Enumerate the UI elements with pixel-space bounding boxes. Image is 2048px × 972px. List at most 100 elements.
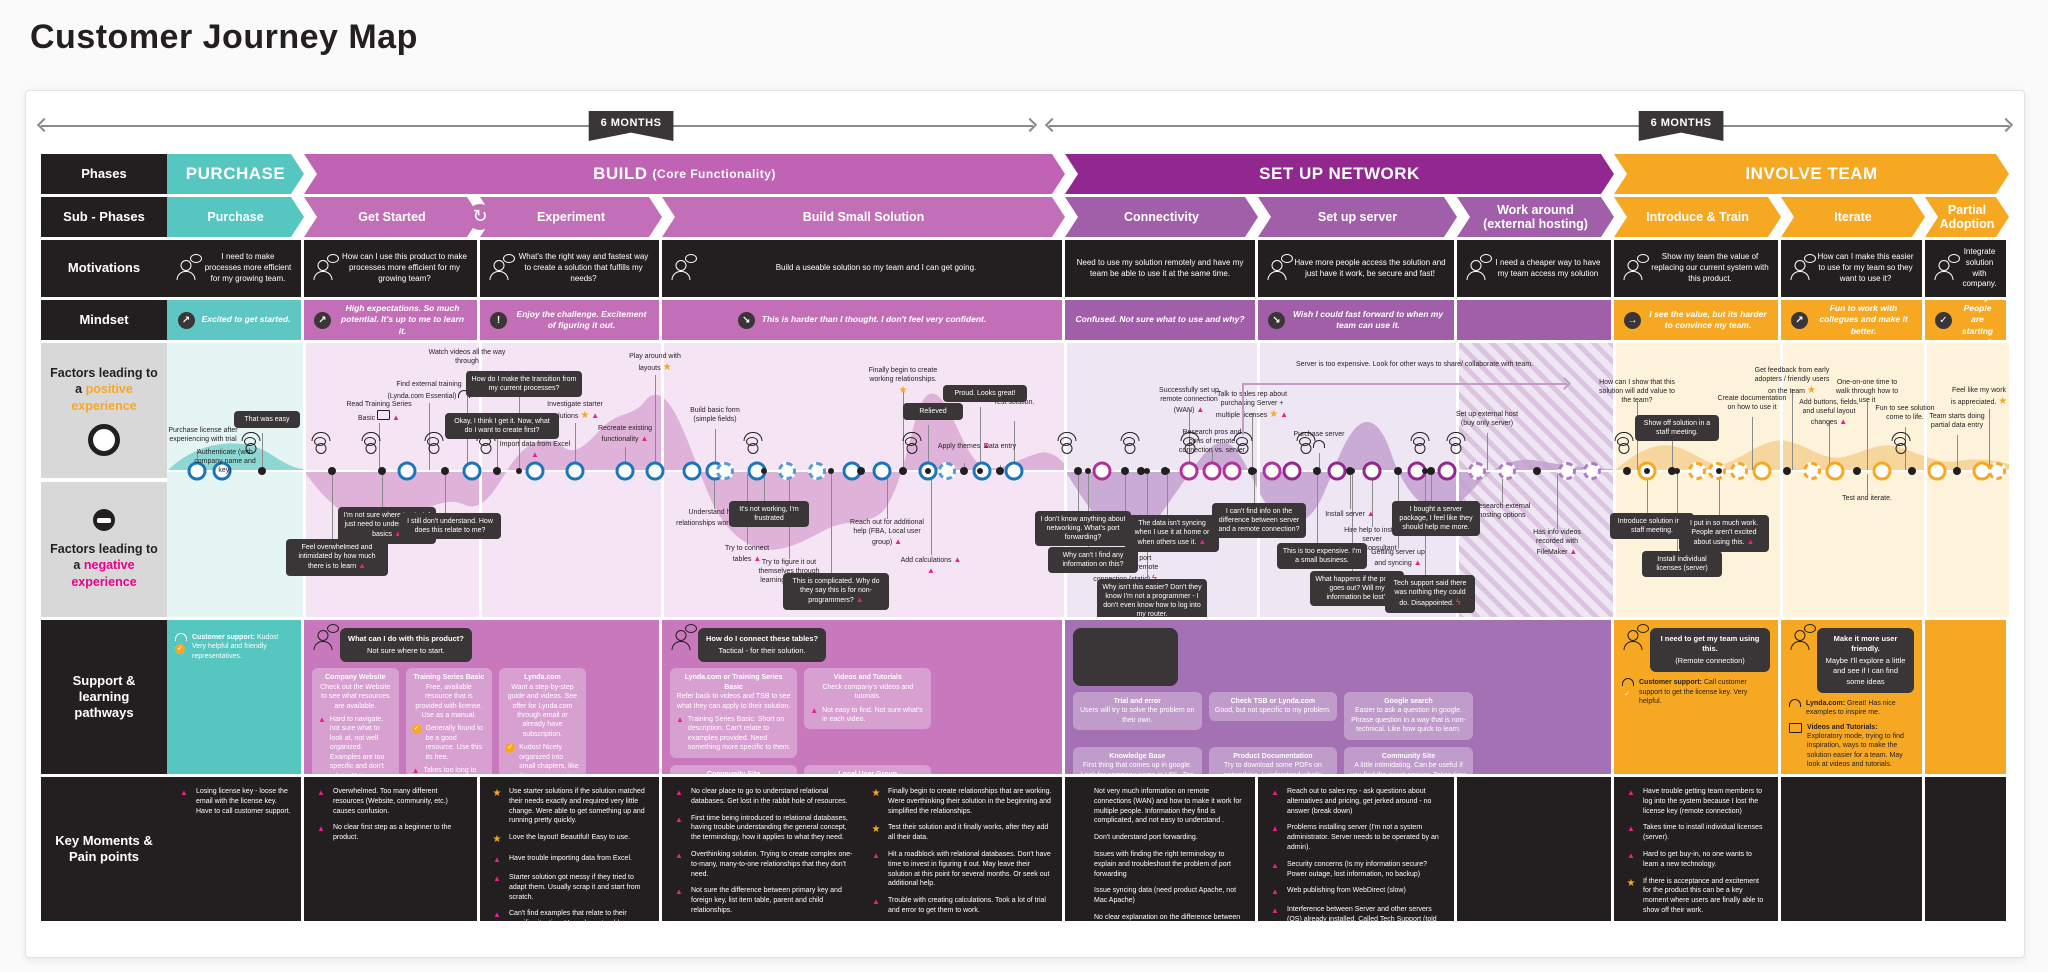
annotation-anchor-dot (1674, 468, 1680, 474)
support-item-icons: ✓ (1622, 678, 1634, 706)
journey-activity-label: Play around with layouts ★ (620, 353, 690, 374)
factors-negative-label: Factors leading to a negative experience (41, 482, 167, 617)
server-too-expensive-note: Server is too expensive. Look for other … (1296, 361, 1533, 368)
warn-icon: ▲ (675, 850, 683, 860)
key-moments-cell: ▲Losing license key - loose the email wi… (167, 777, 304, 921)
key-moment-item: ▲No clear first step as a beginner to th… (314, 823, 467, 843)
annotation-stem (1989, 409, 1990, 471)
annotation-stem (1867, 401, 1868, 471)
key-moments-cell: ▲Have trouble getting team members to lo… (1614, 777, 1781, 921)
support-step-title: Community Site (1381, 752, 1436, 760)
journey-activity-label: Feel like my work is appreciated. ★ (1949, 387, 2009, 408)
thought-bubble-icon (314, 437, 326, 446)
annotation-text: Getting server up and syncing (1371, 549, 1425, 567)
support-question-subtext: Not sure where to start. (366, 646, 445, 656)
annotation-text: Relieved (919, 408, 947, 415)
note-icons: ▲ (318, 715, 326, 774)
phase-label: PURCHASE (185, 164, 286, 183)
warn-icon: ▲ (927, 565, 935, 575)
annotation-text: Apply themes (937, 443, 981, 450)
support-panel: ✓Customer support: Kudos! Very helpful a… (167, 620, 304, 774)
journey-activity-label: Add buttons, fields, and useful layout c… (1793, 399, 1865, 427)
key-moment-icons: ▲ (1268, 905, 1282, 921)
warn-icon: ▲ (358, 561, 367, 571)
key-moment-item: Issues with finding the right terminolog… (1075, 850, 1245, 879)
annotation-text: Add calculations (900, 557, 952, 564)
warn-icon: ▲ (894, 536, 903, 546)
server-too-expensive-arrow (1242, 383, 1567, 385)
key-moment-text: Starter solution got messy if they tried… (509, 873, 641, 901)
journey-node (1437, 461, 1457, 481)
support-item-text: Videos and Tutorials: Exploratory mode, … (1807, 723, 1904, 769)
journey-activity-label: Talk to sales rep about purchasing Serve… (1215, 391, 1289, 421)
annotation-anchor-dot (925, 468, 931, 474)
key-moment-item: ▲Starter solution got messy if they trie… (490, 873, 649, 902)
note-icons: ▲ (676, 715, 684, 753)
key-moment-icons: ▲ (177, 787, 191, 816)
journey-quote-bubble: I don't know anything about networking. … (1035, 511, 1131, 547)
key-moment-icons: ▲ (490, 909, 504, 921)
annotation-text: Create documentation on how to use it (1717, 395, 1787, 411)
annotation-stem (197, 449, 198, 471)
annotation-anchor-dot (259, 468, 265, 474)
server-too-expensive-arrow-drop (1242, 383, 1244, 435)
key-moment-icons: ★ (490, 833, 504, 847)
annotation-stem (715, 429, 716, 471)
support-item-text: Customer support: Kudos! Very helpful an… (192, 634, 279, 660)
annotation-text: Research pros and cons of remote connect… (1178, 429, 1246, 454)
warn-icon: ▲ (180, 788, 188, 797)
mindset-text: High expectations. So much potential. It… (341, 303, 464, 336)
motivation-cell: Build a useable solution so my team and … (662, 240, 1065, 297)
key-moment-icons: ▲ (672, 850, 686, 879)
journey-node (1362, 461, 1382, 481)
support-step-title: Google search (1384, 698, 1433, 705)
motivation-cell: Need to use my solution remotely and hav… (1065, 240, 1258, 297)
key-moments-list: Not very much information on remote conn… (1075, 787, 1245, 921)
warn-icon: ▲ (1627, 788, 1635, 797)
annotation-text: Hire help to install server FBA/Consulta… (1344, 527, 1400, 552)
key-moments-list: ▲Reach out to sales rep - ask questions … (1268, 787, 1444, 921)
thought-bubble-icon (1617, 437, 1629, 446)
journey-quote-bubble: That was easy (234, 411, 300, 429)
annotation-stem (655, 375, 656, 471)
key-moment-item: ▲Losing license key - loose the email wi… (177, 787, 291, 816)
journey-node (462, 461, 482, 481)
annotation-stem (332, 474, 333, 539)
sub-phase-work-around-external-hosting-: Work around (external hosting) (1457, 197, 1614, 237)
annotation-text: Understand how relationships work (676, 509, 740, 527)
key-moment-icons: ▲ (314, 787, 328, 816)
annotation-text: Successfully set up remote connection (W… (1159, 387, 1219, 414)
journey-node (1558, 462, 1576, 480)
annotation-text: I don't know anything about networking. … (1040, 516, 1126, 542)
key-moment-text: No clear place to go to understand relat… (691, 788, 848, 805)
annotation-stem (931, 474, 932, 555)
journey-column-separator (1064, 343, 1067, 617)
support-panel (1925, 620, 2009, 774)
key-moment-item: Not very much information on remote conn… (1075, 787, 1245, 826)
journey-quote-bubble: I bought a server package, I feel like t… (1392, 501, 1480, 537)
journey-quote-bubble: Tech support said there was nothing they… (1385, 575, 1475, 613)
key-moment-icons: ▲ (314, 823, 328, 843)
journey-node (1783, 467, 1791, 475)
six-months-badge: 6 MONTHS (588, 111, 674, 141)
annotation-text: What happens if the power goes out? Will… (1315, 576, 1399, 602)
journey-activity-label: Apply themes ▲ (936, 441, 992, 452)
journey-activity-label: Successfully set up remote connection (W… (1152, 387, 1226, 415)
annotation-anchor-dot (494, 468, 500, 474)
sub-phase-get-started: Get Started (304, 197, 480, 237)
key-moment-text: Overwhelmed. Too many different resource… (333, 788, 448, 815)
key-moment-icons (1075, 913, 1089, 921)
journey-node (1853, 467, 1861, 475)
journey-node (1394, 467, 1402, 475)
annotation-text: Purchase server (1293, 431, 1345, 438)
annotation-stem (1254, 474, 1255, 503)
support-question-bubble: How do I connect these tables?Tactical -… (698, 628, 827, 663)
annotation-anchor-dot (1075, 468, 1081, 474)
warn-icon: ▲ (1627, 850, 1635, 860)
annotation-text: Install individual licenses (server) (1656, 556, 1708, 573)
journey-node (960, 467, 968, 475)
key-moments-cell: ★Use starter solutions if the solution m… (480, 777, 662, 921)
motivation-text: What's the right way and fastest way to … (518, 252, 649, 283)
